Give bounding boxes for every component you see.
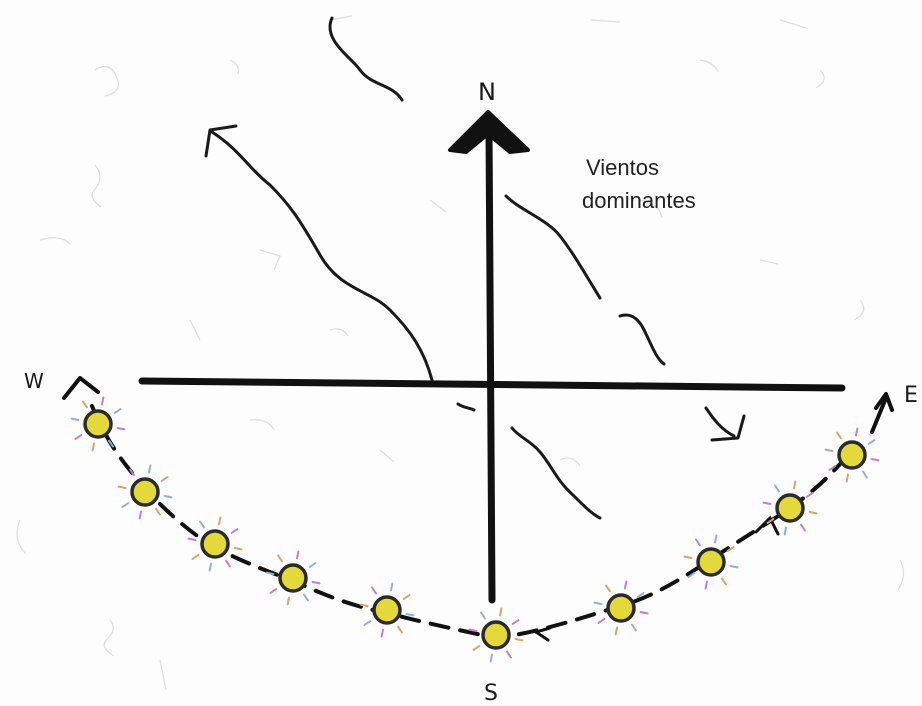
sun-icon bbox=[265, 550, 321, 606]
sun-icon bbox=[593, 580, 649, 636]
sun-path-arrow-mid-icon bbox=[532, 626, 552, 642]
wind-line-east-3 bbox=[704, 406, 736, 438]
sun-icon bbox=[824, 427, 880, 483]
wind-line-center-1 bbox=[456, 402, 476, 412]
south-label: S bbox=[484, 681, 498, 706]
wind-line-top bbox=[328, 16, 404, 102]
sun-path-west-arrow-icon bbox=[62, 376, 100, 400]
east-label: E bbox=[904, 383, 918, 408]
background-sketch-noise bbox=[16, 15, 905, 691]
sun-icon bbox=[468, 607, 524, 663]
wind-arrow-northwest-icon bbox=[204, 124, 238, 158]
wind-line-east-1 bbox=[504, 194, 602, 300]
north-south-axis bbox=[485, 126, 496, 604]
wind-label-line1: Vientos bbox=[586, 155, 659, 180]
wind-arrow-southeast-icon bbox=[710, 414, 746, 442]
sun-icon bbox=[762, 480, 818, 536]
wind-label-line2: dominantes bbox=[582, 188, 696, 213]
sun-path-east-arrow-icon bbox=[870, 392, 894, 434]
suns-group bbox=[70, 396, 880, 663]
wind-line-northwest bbox=[210, 130, 434, 382]
north-arrow-icon bbox=[448, 110, 530, 154]
west-label: W bbox=[24, 369, 44, 393]
sun-icon bbox=[117, 464, 173, 520]
north-label: N bbox=[478, 78, 496, 106]
sun-icon bbox=[187, 516, 243, 572]
sun-icon bbox=[359, 582, 415, 638]
wind-line-east-2 bbox=[618, 313, 666, 366]
wind-line-center-2 bbox=[510, 426, 602, 520]
sun-icon bbox=[683, 534, 739, 590]
sun-path-curve bbox=[90, 404, 854, 641]
sun-icon bbox=[70, 396, 126, 452]
sun-path-arrow-right-icon bbox=[754, 515, 780, 536]
